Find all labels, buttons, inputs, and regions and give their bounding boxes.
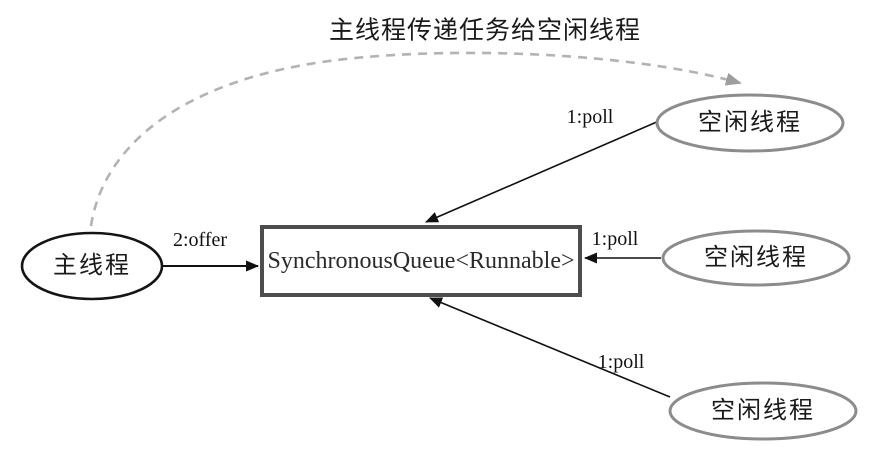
main-thread-label: 主线程 — [53, 253, 131, 279]
queue-box-label: SynchronousQueue<Runnable> — [267, 248, 575, 274]
diagram-title: 主线程传递任务给空闲线程 — [328, 17, 642, 45]
queue-box — [260, 225, 582, 297]
offer-edge-label: 2:offer — [172, 229, 228, 251]
idle-thread-top-label: 空闲线程 — [698, 110, 802, 136]
poll-top-edge-label: 1:poll — [566, 106, 614, 128]
main-thread-node — [20, 231, 164, 301]
poll-middle-edge-label: 1:poll — [591, 228, 639, 250]
handoff-dashed-arrow — [89, 51, 742, 227]
poll-bottom-edge-label: 1:poll — [597, 351, 645, 373]
idle-thread-middle-node — [661, 229, 851, 287]
poll-bottom-arrow — [429, 297, 671, 398]
idle-thread-middle-label: 空闲线程 — [704, 245, 808, 271]
idle-thread-bottom-label: 空闲线程 — [711, 398, 815, 424]
poll-top-arrow — [425, 120, 660, 223]
idle-thread-bottom-node — [668, 381, 858, 441]
idle-thread-top-node — [655, 93, 845, 153]
